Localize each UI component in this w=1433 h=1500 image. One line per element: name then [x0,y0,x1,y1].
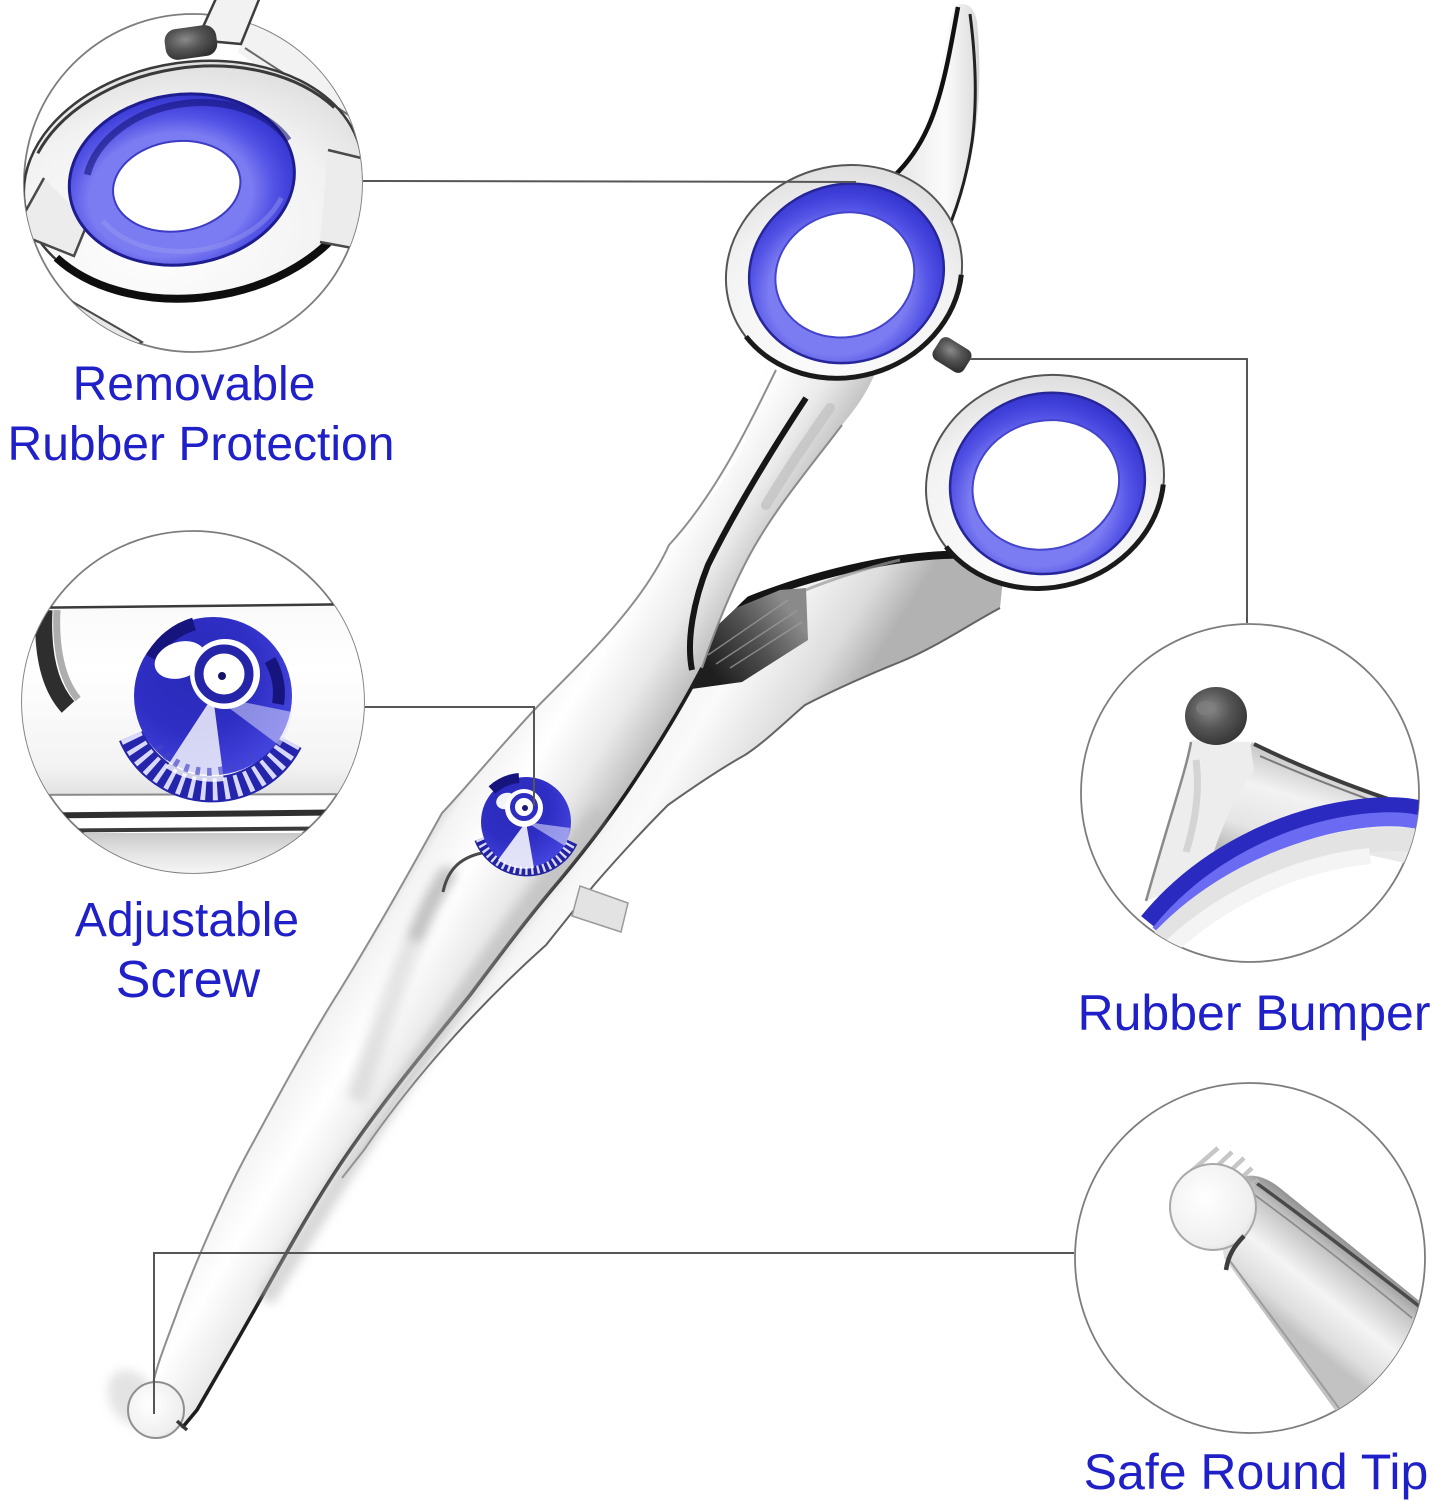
svg-text:Safe Round Tip: Safe Round Tip [1084,1444,1429,1500]
svg-text:Rubber Protection: Rubber Protection [8,418,395,471]
svg-text:Removable: Removable [73,358,316,411]
svg-text:Screw: Screw [116,951,261,1009]
svg-text:Adjustable: Adjustable [75,894,299,947]
svg-text:Rubber Bumper: Rubber Bumper [1078,985,1431,1041]
